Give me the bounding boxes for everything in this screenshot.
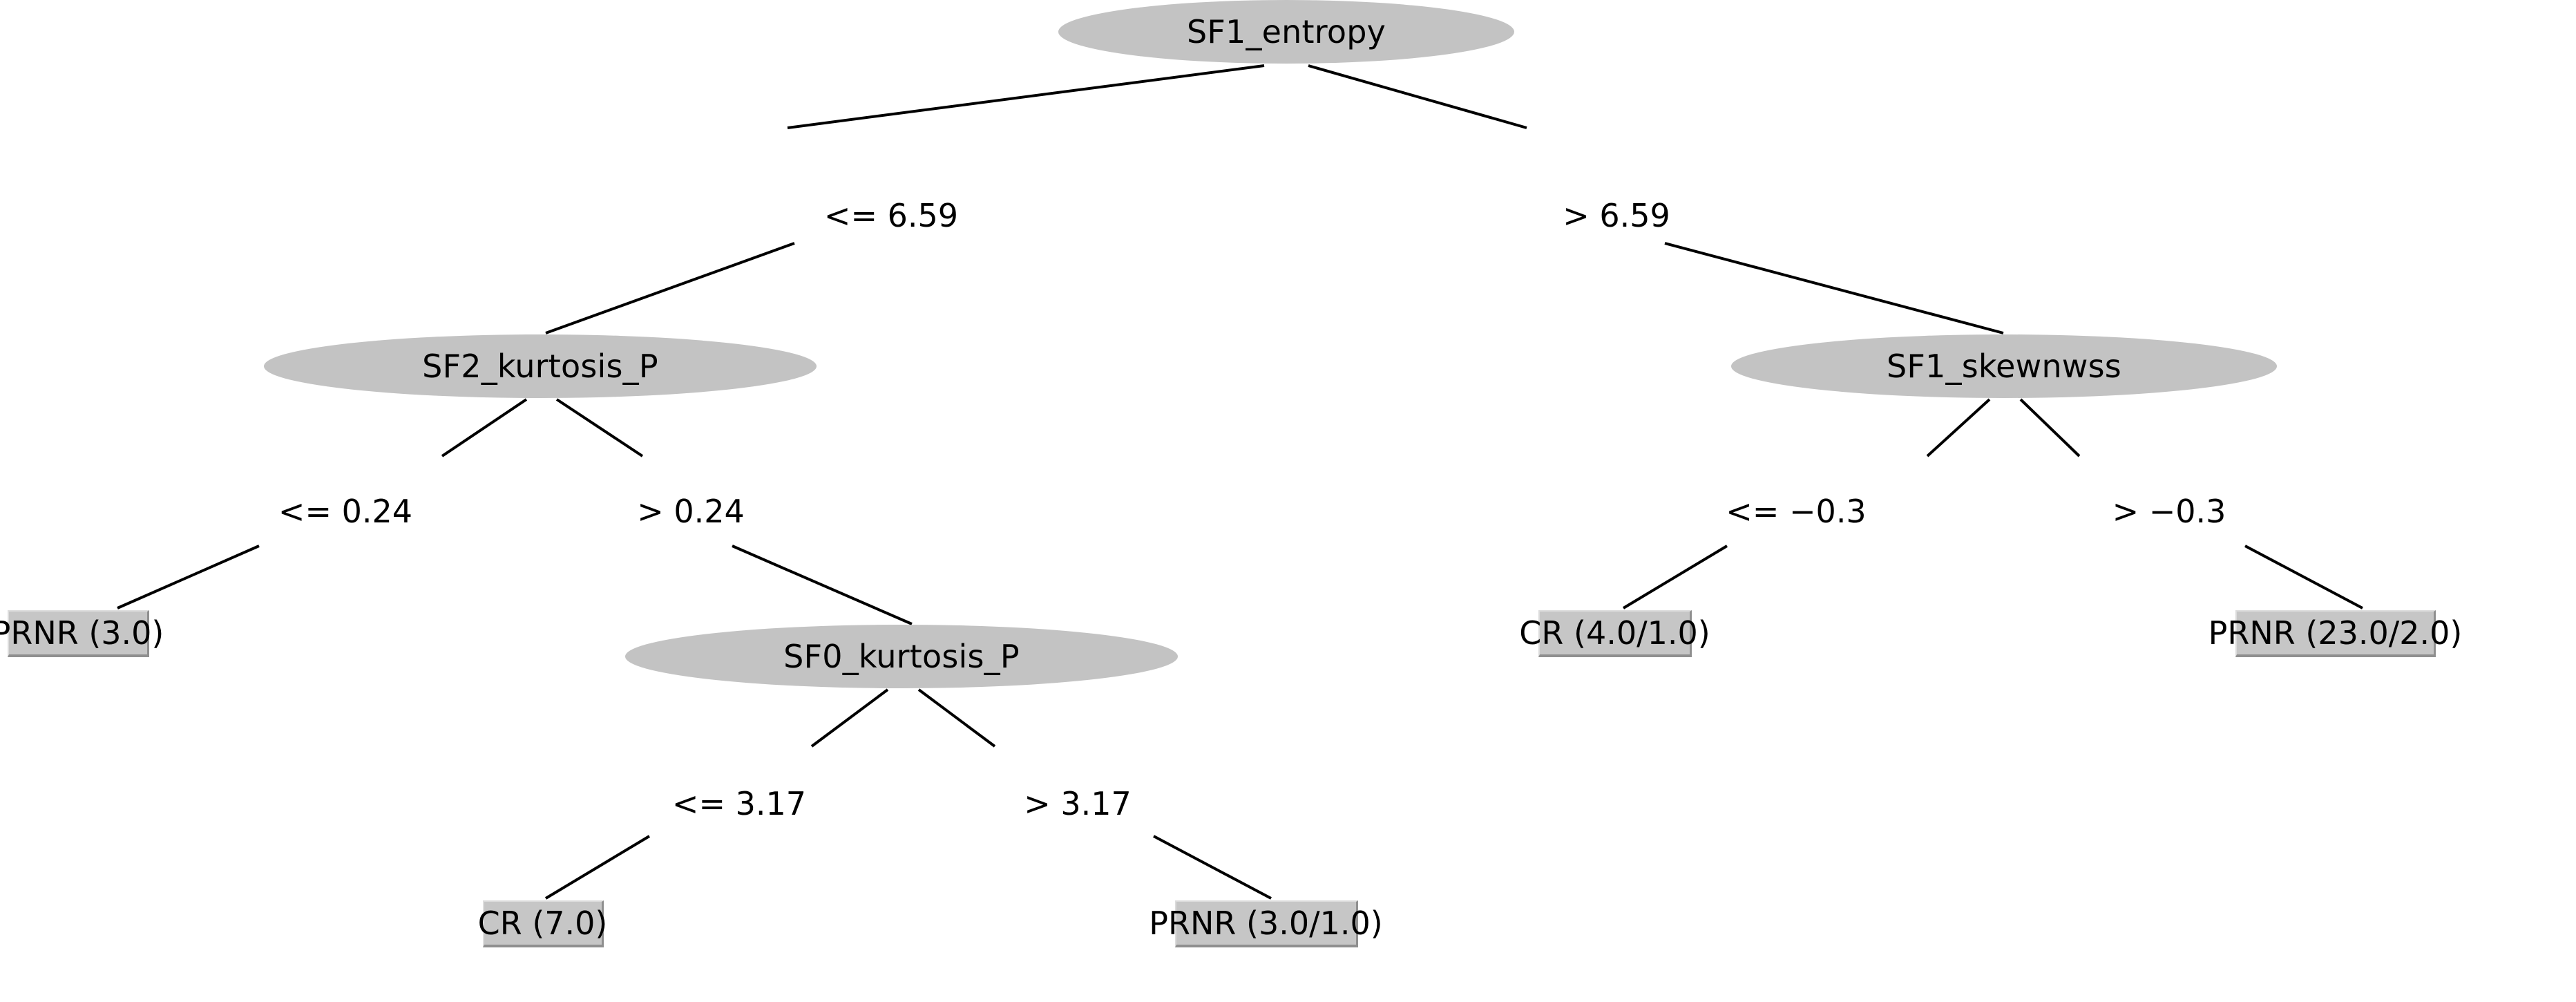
edge-label: > 6.59 xyxy=(1563,197,1670,234)
edge-segment xyxy=(1308,64,1527,129)
node-label: SF0_kurtosis_P xyxy=(783,638,1020,675)
edge-label: <= 6.59 xyxy=(823,197,959,234)
node-label: CR (4.0/1.0) xyxy=(1519,614,1710,652)
edge-segment xyxy=(545,242,795,334)
edge-label: <= 0.24 xyxy=(278,493,413,530)
leaf-node[interactable]: PRNR (23.0/2.0) xyxy=(2208,610,2462,657)
edge-segment xyxy=(810,688,889,748)
leaf-node[interactable]: CR (4.0/1.0) xyxy=(1519,610,1710,657)
edge-segment xyxy=(117,545,260,609)
edge-segment xyxy=(1622,545,1728,609)
leaf-node[interactable]: CR (7.0) xyxy=(478,900,607,947)
node-label: SF1_skewnwss xyxy=(1887,348,2121,385)
edge-segment xyxy=(732,545,913,625)
edge-segment xyxy=(1926,398,1991,457)
edge-label: <= −0.3 xyxy=(1726,493,1867,530)
edge-segment xyxy=(1664,242,2004,334)
internal-node[interactable]: SF0_kurtosis_P xyxy=(625,625,1178,688)
edge-segment xyxy=(2244,545,2363,609)
node-label: CR (7.0) xyxy=(477,905,608,942)
edge-label: > 0.24 xyxy=(637,493,745,530)
edge-segment xyxy=(544,835,651,900)
edge-label: > 3.17 xyxy=(1024,785,1132,822)
edge-segment xyxy=(2019,398,2081,457)
edge-segment xyxy=(917,688,996,748)
node-label: PRNR (3.0/1.0) xyxy=(1149,905,1383,942)
leaf-node[interactable]: PRNR (3.0/1.0) xyxy=(1149,900,1383,947)
node-label: PRNR (3.0) xyxy=(0,614,164,652)
node-label: SF2_kurtosis_P xyxy=(422,348,658,385)
internal-node[interactable]: SF1_entropy xyxy=(1058,0,1514,64)
edge-label: <= 3.17 xyxy=(671,785,807,822)
internal-node[interactable]: SF1_skewnwss xyxy=(1731,334,2277,398)
leaf-node[interactable]: PRNR (3.0) xyxy=(0,610,164,657)
edge-segment xyxy=(1153,835,1272,900)
edge-segment xyxy=(787,64,1265,129)
edge-segment xyxy=(441,398,528,457)
edge-label: > −0.3 xyxy=(2112,493,2226,530)
node-label: PRNR (23.0/2.0) xyxy=(2208,614,2463,652)
node-label: SF1_entropy xyxy=(1186,13,1386,50)
internal-node[interactable]: SF2_kurtosis_P xyxy=(264,334,817,398)
edge-segment xyxy=(555,398,644,457)
